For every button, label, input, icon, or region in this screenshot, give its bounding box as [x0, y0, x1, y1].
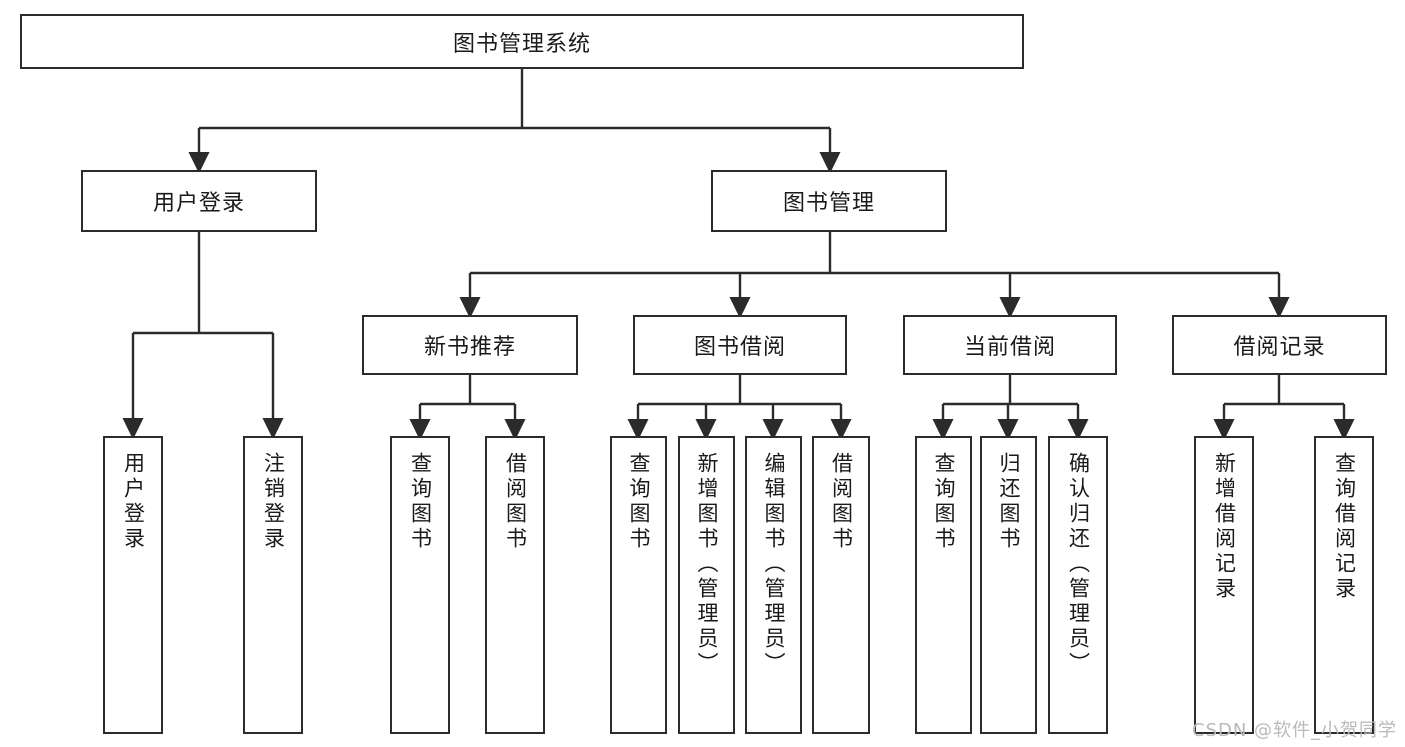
node-label: 新书推荐	[423, 335, 516, 360]
node-label: 图书管理	[782, 191, 875, 216]
leaf-return-book[interactable]: 归还图书	[980, 436, 1037, 734]
node-label: 确认归还（管理员）	[1066, 452, 1091, 677]
watermark: CSDN @软件_小贺同学	[1192, 720, 1398, 741]
node-label: 用户登录	[121, 452, 146, 552]
node-label: 查询图书	[627, 452, 651, 552]
node-label: 编辑图书（管理员）	[762, 452, 786, 677]
leaf-user-login[interactable]: 用户登录	[103, 436, 163, 734]
node-label: 借阅记录	[1233, 335, 1326, 360]
node-label: 图书管理系统	[452, 31, 591, 57]
node-label: 用户登录	[152, 191, 245, 216]
node-label: 查询图书	[932, 452, 956, 552]
leaf-add-borrow-record[interactable]: 新增借阅记录	[1194, 436, 1254, 734]
leaf-logout[interactable]: 注销登录	[243, 436, 303, 734]
leaf-query-book-borrow[interactable]: 查询图书	[610, 436, 667, 734]
node-label: 注销登录	[261, 452, 286, 552]
leaf-query-borrow-record[interactable]: 查询借阅记录	[1314, 436, 1374, 734]
leaf-add-book-admin[interactable]: 新增图书（管理员）	[678, 436, 735, 734]
leaf-query-book-current[interactable]: 查询图书	[915, 436, 972, 734]
leaf-borrow-book[interactable]: 借阅图书	[812, 436, 870, 734]
node-label: 新增图书（管理员）	[695, 452, 719, 677]
node-label: 当前借阅	[963, 335, 1056, 360]
node-label: 归还图书	[997, 452, 1021, 552]
node-user-login[interactable]: 用户登录	[81, 170, 317, 232]
node-label: 借阅图书	[503, 452, 528, 552]
node-current-borrow[interactable]: 当前借阅	[903, 315, 1117, 375]
node-root[interactable]: 图书管理系统	[20, 14, 1024, 69]
leaf-query-book-recommend[interactable]: 查询图书	[390, 436, 450, 734]
leaf-borrow-book-recommend[interactable]: 借阅图书	[485, 436, 545, 734]
leaf-edit-book-admin[interactable]: 编辑图书（管理员）	[745, 436, 802, 734]
node-book-borrow[interactable]: 图书借阅	[633, 315, 847, 375]
node-label: 查询借阅记录	[1332, 452, 1357, 602]
node-label: 图书借阅	[693, 335, 786, 360]
node-label: 借阅图书	[829, 452, 854, 552]
leaf-confirm-return-admin[interactable]: 确认归还（管理员）	[1048, 436, 1108, 734]
node-label: 查询图书	[408, 452, 433, 552]
node-new-book-recommend[interactable]: 新书推荐	[362, 315, 578, 375]
node-borrow-record[interactable]: 借阅记录	[1172, 315, 1387, 375]
node-book-management[interactable]: 图书管理	[711, 170, 947, 232]
node-label: 新增借阅记录	[1212, 452, 1237, 602]
